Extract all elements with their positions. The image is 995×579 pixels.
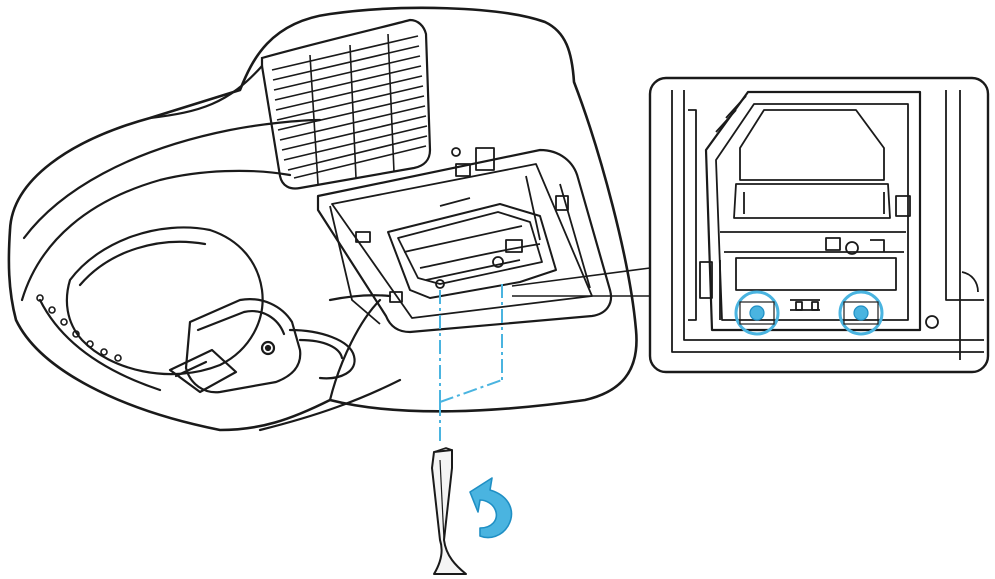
detail-inset xyxy=(648,76,990,374)
side-vents xyxy=(36,294,122,362)
lamp-bay xyxy=(316,147,651,334)
guide-lines xyxy=(439,284,503,444)
inset-lamp-housing xyxy=(671,90,984,360)
circle-highlight-icon xyxy=(838,290,884,336)
projector-body xyxy=(7,6,638,432)
circle-highlight-icon xyxy=(734,290,780,336)
vent-grille xyxy=(260,18,432,190)
flat-blade-tool-icon xyxy=(431,447,467,575)
curved-rotate-arrow-icon xyxy=(469,477,513,539)
